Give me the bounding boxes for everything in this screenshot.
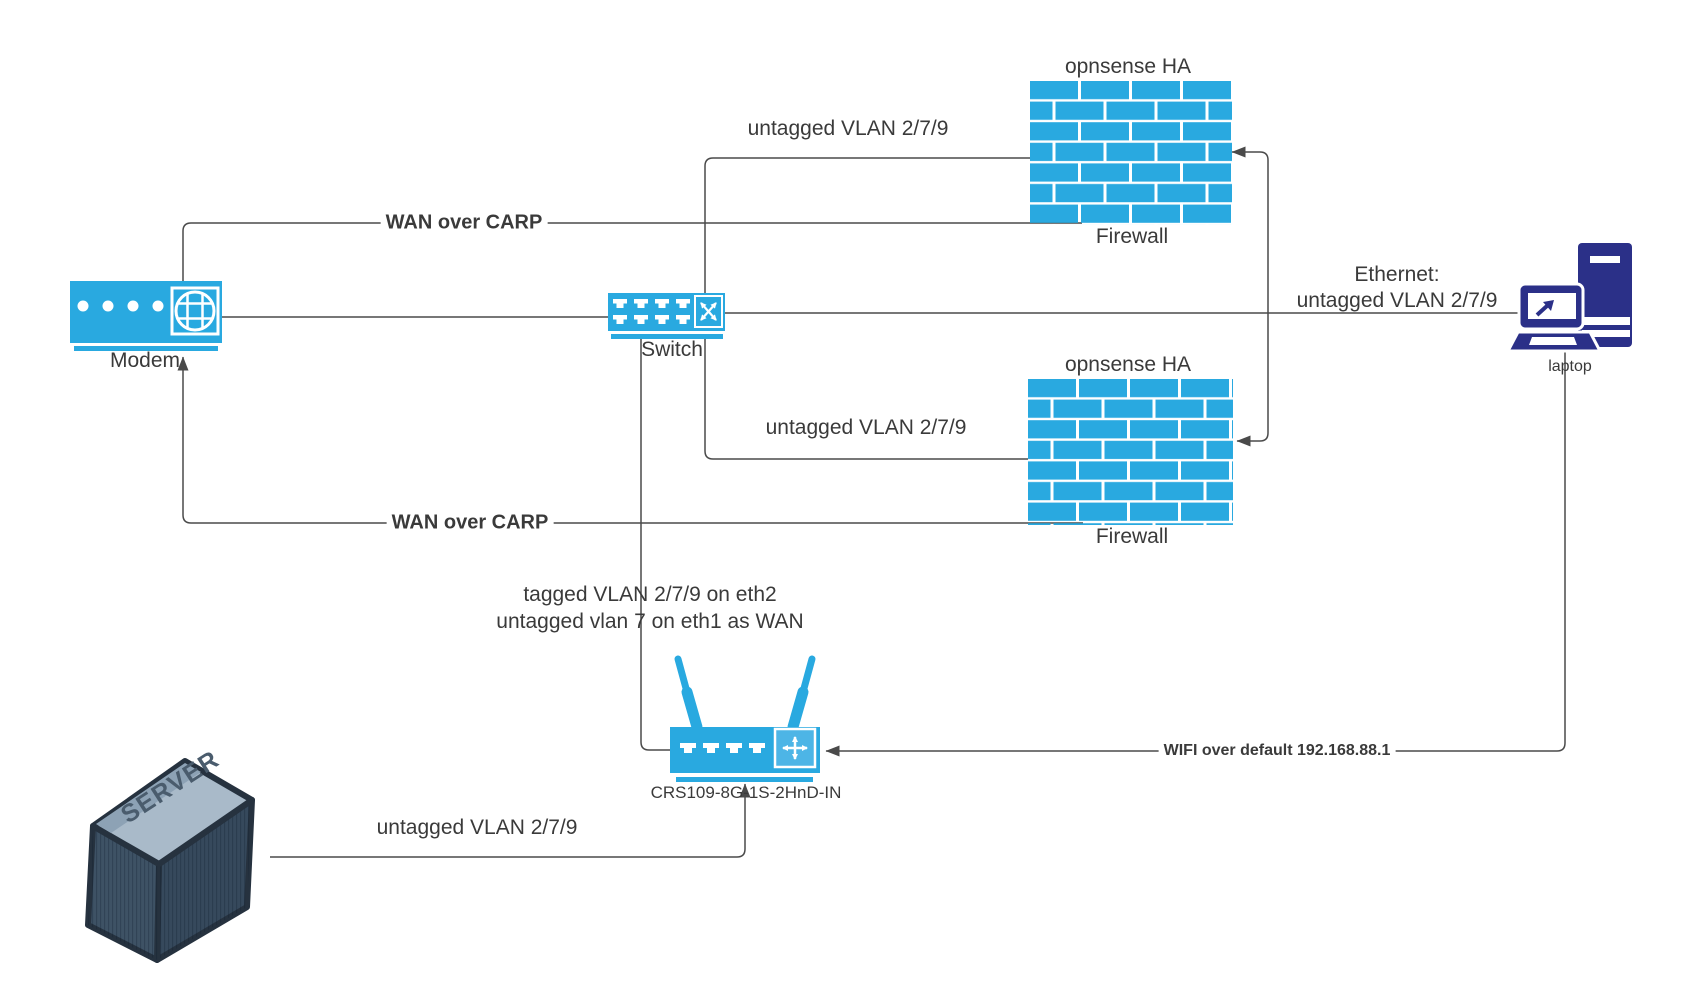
modem-icon [70,281,222,351]
edge-label-ethernet: Ethernet: untagged VLAN 2/7/9 [1297,262,1498,314]
edge-wan-carp-bottom [177,356,1083,524]
edge-switch-router-trunk [640,338,670,751]
edge-laptop-router-wifi [825,351,1566,757]
switch-icon [608,293,725,339]
screen-arrow-icon [1535,300,1554,317]
firewall-bottom-icon [1028,379,1233,525]
edge-switch-firewall-bottom [704,338,1028,460]
edge-wan-carp-top [182,222,1082,281]
edge-firewall-sync [1231,146,1269,447]
router-underline [676,777,813,782]
trunk-label-line1: tagged VLAN 2/7/9 on eth2 [523,583,777,606]
firewall-top-label: Firewall [1095,225,1169,248]
modem-label: Modem [109,349,181,372]
edge-label-trunk: tagged VLAN 2/7/9 on eth2 untagged vlan … [496,581,803,635]
modem-led-dots [77,300,164,312]
server-icon: SERVER [85,745,255,963]
switch-x-icon [694,295,723,328]
router-arrows-icon [773,727,817,769]
firewall-top-icon [1030,81,1232,225]
switch-label: Switch [641,338,703,361]
switch-underline [611,334,723,339]
edge-label-untagged-vlan-bottom: untagged VLAN 2/7/9 [765,416,967,439]
firewall-bottom-label: Firewall [1095,525,1169,548]
trunk-label-line2: untagged vlan 7 on eth1 as WAN [496,610,804,633]
globe-icon [170,286,220,336]
firewall-top-title: opnsense HA [1064,55,1192,78]
router-antennas [674,655,816,733]
router-icon [670,655,820,782]
modem-underline [74,346,218,351]
router-label: CRS109-8G-1S-2HnD-IN [650,783,842,802]
ethernet-label-line2: untagged VLAN 2/7/9 [1296,289,1498,312]
laptop-label: laptop [1548,358,1592,375]
edge-label-untagged-vlan-server: untagged VLAN 2/7/9 [376,816,578,839]
edge-switch-firewall-top [704,157,1030,293]
firewall-bottom-title: opnsense HA [1064,353,1192,376]
edge-label-wan-carp-top: WAN over CARP [380,211,548,235]
edge-label-wan-carp-bottom: WAN over CARP [386,511,554,535]
ethernet-label-line1: Ethernet: [1354,263,1440,286]
edge-label-untagged-vlan-top: untagged VLAN 2/7/9 [747,117,949,140]
laptop-icon [1505,243,1632,353]
edge-server-router [270,783,751,858]
edge-label-wifi: WIFI over default 192.168.88.1 [1158,742,1396,760]
